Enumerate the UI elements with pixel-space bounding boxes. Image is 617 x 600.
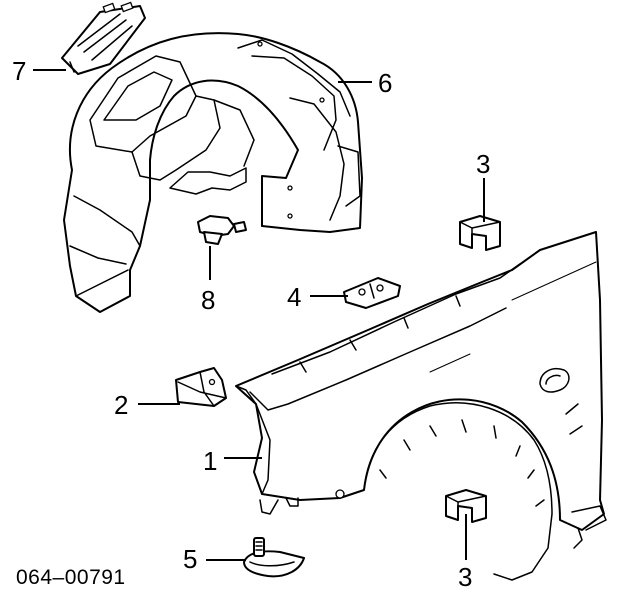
reference-code: 064–00791 (16, 566, 126, 589)
part-3-bottom-spacer (445, 489, 487, 523)
part-1-front-fender (235, 231, 607, 581)
callout-1: 1 (203, 446, 217, 476)
part-3-top-spacer (459, 215, 501, 251)
callout-5: 5 (183, 544, 197, 574)
callout-2: 2 (114, 390, 128, 420)
callout-6: 6 (378, 68, 392, 98)
part-6-fender-liner (63, 32, 363, 313)
callout-3-bottom: 3 (458, 562, 472, 592)
callout-4: 4 (287, 282, 301, 312)
part-4-bracket (343, 277, 401, 309)
part-7-retainer (61, 1, 146, 75)
callout-3-top: 3 (476, 149, 490, 179)
part-5-stud-plate (243, 537, 305, 578)
callout-7: 7 (12, 56, 26, 86)
callout-8: 8 (201, 285, 215, 315)
part-8-push-pin (197, 215, 247, 245)
part-2-bracket (175, 367, 227, 407)
